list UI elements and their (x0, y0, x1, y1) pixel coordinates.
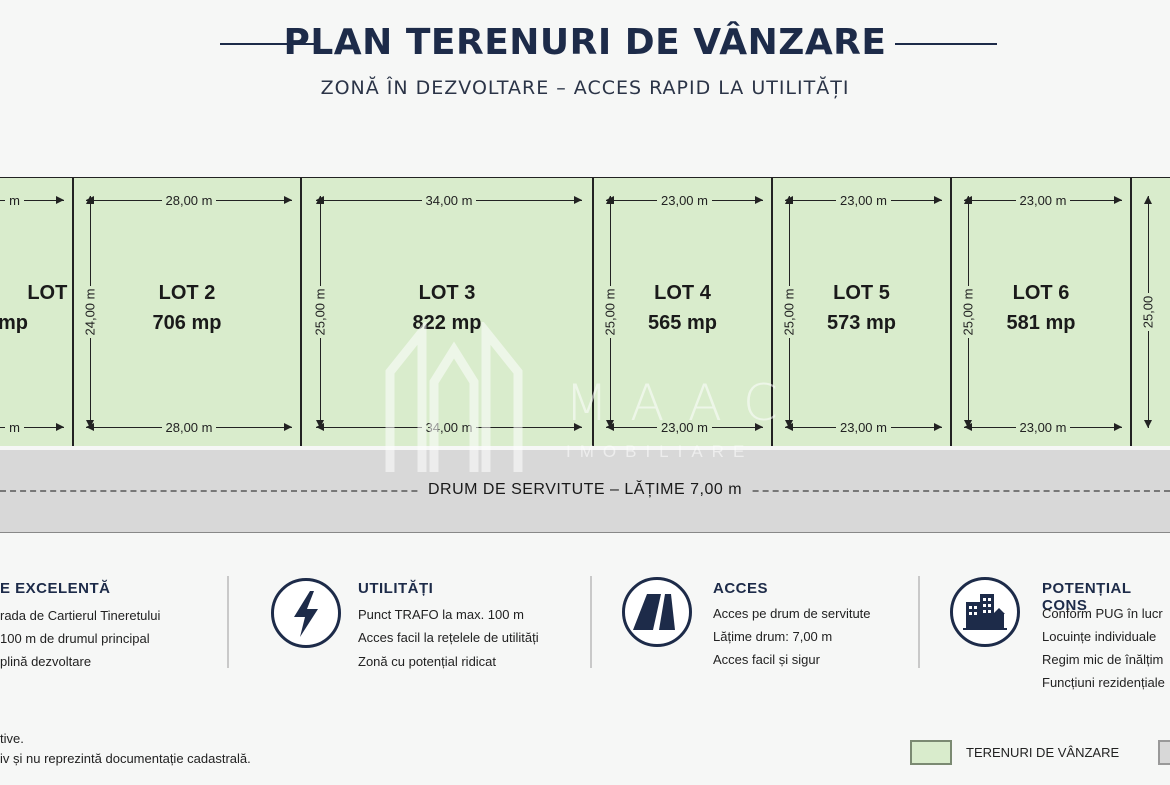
note-line-1: tive. (0, 731, 24, 746)
lot-4-width-bottom: 23,00 m (606, 420, 763, 435)
lot-5-width-bottom: 23,00 m (785, 420, 942, 435)
lot-3-area: 822 mp (412, 312, 482, 334)
lot-4-width-top: 23,00 m (606, 193, 763, 208)
lot-5-name: LOT 5 (833, 282, 890, 304)
info-access-line-1: Acces pe drum de servitute (713, 606, 871, 621)
lot-7-depth: 25,00 (1140, 196, 1156, 428)
info-utilities-line-2: Acces facil la rețelele de utilități (358, 630, 539, 645)
lot-1-name: LOT 1 (27, 282, 84, 304)
lot-5-width-top: 23,00 m (785, 193, 942, 208)
lot-1[interactable]: m LOT 1 mp m (0, 178, 84, 446)
service-road: DRUM DE SERVITUTE – LĂȚIME 7,00 m (0, 450, 1170, 533)
info-divider-2 (590, 576, 592, 668)
lot-7[interactable]: 25,00 (1130, 178, 1170, 446)
info-potential-line-1: Conform PUG în lucr (1042, 606, 1163, 621)
info-potential-title: POTENȚIAL CONS (1042, 580, 1132, 614)
lot-2-width-top: 28,00 m (86, 193, 292, 208)
legend-swatch-lots (910, 740, 952, 765)
lot-1-width-bottom: m (0, 420, 64, 435)
lot-3-width-bottom: 34,00 m (316, 420, 582, 435)
info-divider-1 (227, 576, 229, 668)
info-potential-line-2: Locuințe individuale (1042, 629, 1157, 644)
info-access-line-3: Acces facil și sigur (713, 652, 820, 667)
info-utilities-title: UTILITĂȚI (358, 580, 434, 597)
title-rule-right (895, 43, 997, 45)
info-divider-3 (918, 576, 920, 668)
lot-4[interactable]: 23,00 m 25,00 m LOT 4 565 mp 23,00 m (592, 178, 773, 446)
page-title: PLAN TERENURI DE VÂNZARE (283, 22, 887, 63)
lot-6-name: LOT 6 (1012, 282, 1070, 304)
lot-5-area: 573 mp (827, 312, 896, 334)
info-location-line-3: plină dezvoltare (0, 654, 92, 669)
info-utilities-line-3: Zonă cu potențial ridicat (358, 654, 497, 669)
lot-2-area: 706 mp (152, 312, 222, 334)
lot-3-name: LOT 3 (418, 282, 476, 304)
info-location-line-1: rada de Cartierul Tineretului (0, 608, 161, 623)
road-label: DRUM DE SERVITUTE – LĂȚIME 7,00 m (0, 481, 1170, 499)
lot-2[interactable]: 28,00 m 24,00 m LOT 2 706 mp 28,00 m (72, 178, 302, 446)
legend-swatch-road (1158, 740, 1170, 765)
info-access-title: ACCES (713, 580, 769, 597)
lot-3[interactable]: 34,00 m 25,00 m LOT 3 822 mp 34,00 m (300, 178, 594, 446)
lot-2-width-bottom: 28,00 m (86, 420, 292, 435)
note-line-2: iv și nu reprezintă documentație cadastr… (0, 751, 251, 766)
buildings-icon (950, 577, 1020, 647)
info-potential-line-4: Funcțiuni rezidențiale (1042, 675, 1165, 690)
lot-6-width-bottom: 23,00 m (964, 420, 1122, 435)
lot-6-width-top: 23,00 m (964, 193, 1122, 208)
lot-6-area: 581 mp (1006, 312, 1076, 334)
info-potential-line-3: Regim mic de înălțim (1042, 652, 1164, 667)
lot-4-area: 565 mp (648, 312, 717, 334)
lot-3-width-top: 34,00 m (316, 193, 582, 208)
info-location-line-2: 100 m de drumul principal (0, 631, 150, 646)
lot-6[interactable]: 23,00 m 25,00 m LOT 6 581 mp 23,00 m (950, 178, 1132, 446)
lot-4-name: LOT 4 (654, 282, 711, 304)
title-rule-left (220, 43, 320, 45)
info-access-line-2: Lățime drum: 7,00 m (713, 629, 833, 644)
info-utilities-line-1: Punct TRAFO la max. 100 m (358, 607, 524, 622)
lot-5[interactable]: 23,00 m 25,00 m LOT 5 573 mp 23,00 m (771, 178, 952, 446)
info-location-title: E EXCELENTĂ (0, 580, 111, 597)
road-icon (622, 577, 692, 647)
lightning-icon (271, 578, 341, 648)
lot-1-width-top: m (0, 193, 64, 208)
lot-1-area: mp (0, 312, 28, 334)
page-subtitle: ZONĂ ÎN DEZVOLTARE – ACCES RAPID LA UTIL… (320, 77, 850, 99)
legend-label-lots: TERENURI DE VÂNZARE (966, 745, 1120, 760)
lot-2-name: LOT 2 (158, 282, 216, 304)
